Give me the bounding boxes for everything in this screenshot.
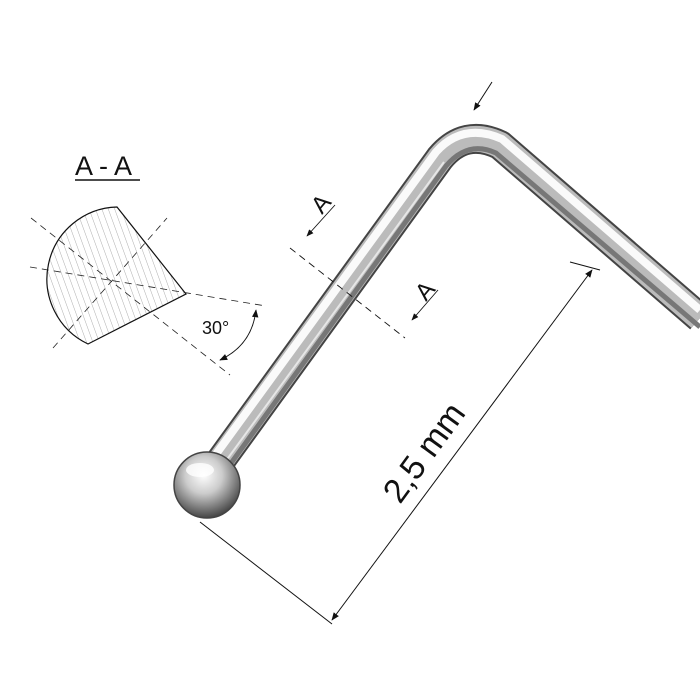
dimension-label: 2,5 mm — [376, 396, 473, 510]
section-centerlines — [29, 217, 267, 376]
cut-label-a-1: A — [306, 189, 337, 219]
angle-label: 30° — [202, 318, 229, 338]
cut-label-a-2: A — [410, 276, 441, 306]
section-title: A - A — [75, 151, 132, 181]
section-cut-line — [289, 204, 439, 339]
hex-key-rod — [195, 123, 700, 487]
ball-end — [173, 451, 241, 519]
dimension-lines — [199, 81, 601, 625]
angle-arc — [219, 309, 259, 361]
